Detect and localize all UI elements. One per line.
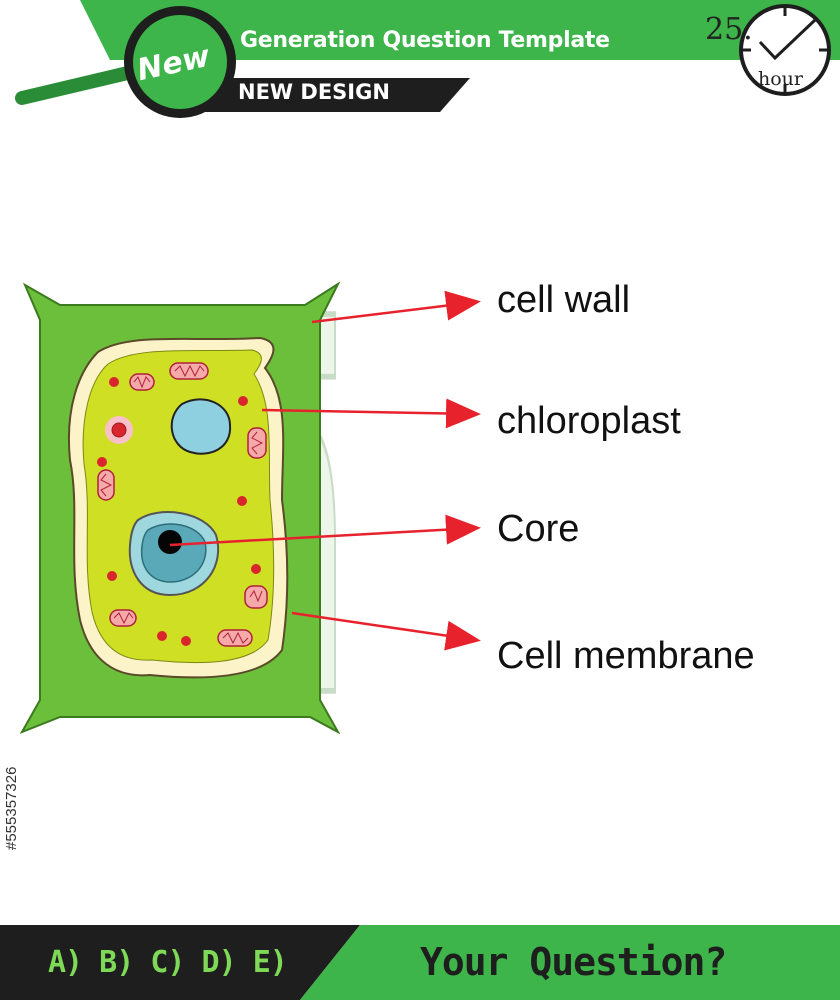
mitochondria	[97, 362, 268, 647]
label-cell-wall: cell wall	[497, 279, 631, 321]
header-subtitle: NEW DESIGN	[238, 80, 390, 104]
mitochondria-cristae	[100, 364, 264, 645]
stock-id: #555357326	[3, 766, 20, 850]
answer-options: A) B) C) D) E)	[48, 945, 288, 980]
label-cell-membrane: Cell membrane	[497, 635, 755, 677]
timer-unit: hour	[758, 68, 803, 90]
label-core: Core	[497, 508, 580, 550]
footer-band	[0, 925, 840, 1000]
chloroplast-dot	[111, 422, 127, 438]
nucleolus	[158, 530, 182, 554]
ribosomes	[97, 377, 261, 646]
question-placeholder: Your Question?	[420, 940, 727, 984]
timer-value: 25.	[705, 12, 753, 47]
header-band	[15, 0, 840, 118]
vacuole-shape	[170, 398, 232, 455]
magnifier-icon	[15, 6, 236, 118]
plant-cell-diagram	[20, 281, 340, 735]
header-title: Generation Question Template	[240, 28, 610, 53]
check-icon	[758, 18, 817, 61]
label-chloroplast: chloroplast	[497, 400, 681, 442]
